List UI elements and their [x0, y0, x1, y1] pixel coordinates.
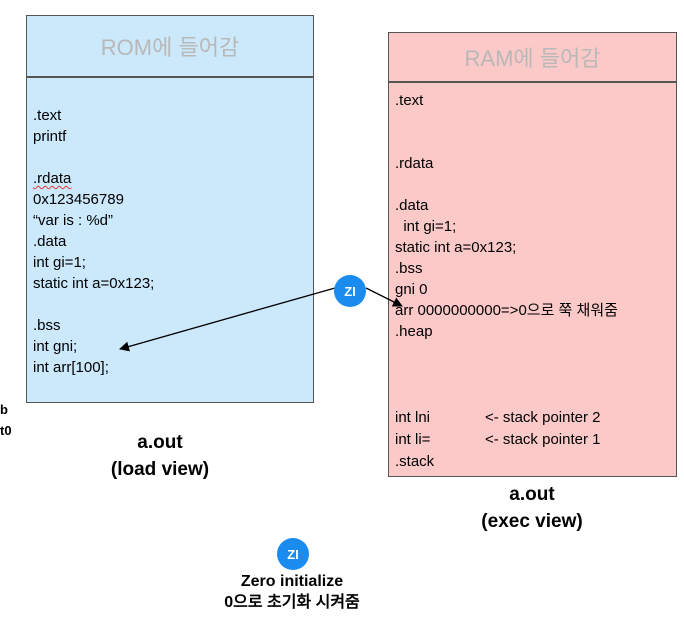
rom-static-a: static int a=0x123;: [33, 275, 155, 292]
rom-string-const: “var is : %d”: [33, 212, 114, 229]
rom-caption-title: a.out: [137, 432, 183, 453]
edge-fragment-t0: t0: [0, 423, 12, 438]
rom-header: ROM에 들어감: [26, 15, 314, 77]
ram-arr-zero-filled: arr 0000000000=>0으로 쭉 채워줌: [395, 302, 618, 319]
rom-hex-const: 0x123456789: [33, 191, 124, 208]
ram-static-a: static int a=0x123;: [395, 239, 517, 256]
rom-text-section: .text: [33, 107, 62, 124]
rom-rdata-section: .rdata: [33, 170, 72, 187]
rom-int-arr: int arr[100];: [33, 359, 109, 376]
zi-legend-badge-icon: ZI: [277, 538, 309, 570]
rom-data-section: .data: [33, 233, 67, 250]
rom-int-gni: int gni;: [33, 338, 78, 355]
rom-bss-section: .bss: [33, 317, 61, 334]
ram-int-gi: int gi=1;: [395, 218, 457, 235]
rom-header-label: ROM에 들어감: [100, 35, 240, 60]
ram-data-section: .data: [395, 197, 429, 214]
ram-heap-section: .heap: [395, 323, 433, 340]
rom-segment-box: .text printf .rdata 0x123456789 “var is …: [26, 77, 314, 403]
ram-text-section: .text: [395, 92, 424, 109]
zi-badge-icon: ZI: [334, 275, 366, 307]
zi-legend-title: Zero initialize: [240, 573, 344, 590]
ram-stack-section: .stack: [395, 453, 435, 470]
ram-caption: a.out (exec view): [452, 481, 612, 535]
ram-caption-subtitle: (exec view): [481, 511, 583, 532]
ram-header-label: RAM에 들어감: [464, 46, 601, 71]
arrow-to-ram-bss: [365, 287, 403, 307]
ram-rdata-section: .rdata: [395, 155, 434, 172]
rom-printf: printf: [33, 128, 67, 145]
zi-legend-desc: 0으로 초기화 시켜줌: [224, 594, 360, 611]
ram-stack-pointer-1: <- stack pointer 1: [485, 431, 601, 448]
edge-fragment-b: b: [0, 402, 8, 417]
ram-int-li: int li=: [395, 431, 431, 448]
rom-caption: a.out (load view): [80, 429, 240, 483]
ram-int-lni: int lni: [395, 409, 431, 426]
ram-gni-zero: gni 0: [395, 281, 428, 298]
ram-stack-pointer-2: <- stack pointer 2: [485, 409, 601, 426]
zi-legend-caption: Zero initialize 0으로 초기화 시켜줌: [212, 571, 372, 613]
ram-bss-section: .bss: [395, 260, 423, 277]
ram-segment-box: .text .rdata .data int gi=1; static int …: [388, 82, 677, 477]
rom-caption-subtitle: (load view): [110, 459, 210, 480]
ram-caption-title: a.out: [509, 484, 555, 505]
ram-header: RAM에 들어감: [388, 32, 677, 82]
rom-int-gi: int gi=1;: [33, 254, 86, 271]
arrow-to-rom-bss: [119, 287, 336, 352]
